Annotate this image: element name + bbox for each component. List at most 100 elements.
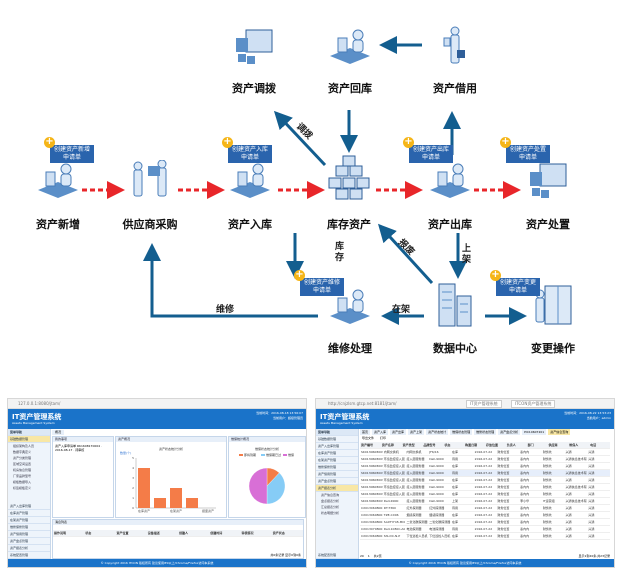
top-tab[interactable]: 首页 — [360, 429, 371, 435]
sidebar-group[interactable]: 在库资产管理 — [8, 510, 50, 517]
sidebar-subitem[interactable]: 状态明细分析 — [321, 511, 340, 515]
export-button[interactable]: 导出文件 — [362, 436, 375, 440]
table-cell: 在库 — [451, 478, 458, 482]
sidebar-group[interactable]: 资产借用管理 — [8, 531, 50, 538]
table-row[interactable]: CX01306080030004SA0TYH-B-MCI二氧化碳探测器二氧化碳探… — [360, 519, 610, 526]
table-row[interactable]: CX01307080030008Dell-1080C-A0电池探测器电池探测器待… — [360, 526, 610, 533]
create-request-badge[interactable]: +创建资产处置申请单 — [500, 137, 550, 163]
table-cell: Dell-9000 — [429, 464, 444, 468]
top-tab[interactable]: 维修状态管理 — [474, 429, 497, 435]
create-request-badge[interactable]: +创建资产入库申请单 — [222, 137, 272, 163]
handover-people-icon — [133, 160, 167, 197]
page-input[interactable]: 1 — [367, 554, 370, 558]
column-header: 资产状态 — [272, 531, 285, 535]
table-cell: 兴通 — [588, 520, 595, 524]
sidebar-subitem[interactable]: 资产信息查询 — [321, 493, 340, 497]
sidebar-group[interactable]: 系统配置管理 — [8, 552, 50, 559]
toolbar: 导出文件 打印 — [362, 436, 386, 440]
browser-tab[interactable]: IT资产管理系统 — [466, 400, 502, 408]
table-row[interactable]: SK01306080031002环境监控接入层服务器接入层服务器Dell-900… — [360, 463, 610, 470]
sidebar-group[interactable]: 在库资产管理 — [316, 450, 358, 457]
top-tab[interactable]: 资产出库 — [390, 429, 407, 435]
sidebar-group[interactable]: 资产借用管理 — [316, 471, 358, 478]
top-tab[interactable]: 资产盘点分析 — [498, 429, 521, 435]
plus-icon: + — [403, 136, 414, 148]
table-row[interactable]: SK01306080031000内网交换机内网交换机JF6/16在库2016-0… — [360, 449, 610, 456]
column-header[interactable]: 存放位置 — [485, 443, 498, 447]
create-request-badge[interactable]: +创建资产出库申请单 — [403, 137, 453, 163]
table-cell: 二氧化碳探测器 — [406, 520, 428, 524]
create-request-badge[interactable]: +创建资产维修申请单 — [294, 270, 344, 296]
column-header[interactable]: 供应商 — [548, 443, 558, 447]
edge-label-stock: 库存 — [335, 242, 345, 263]
app-subtitle: Assets Management System — [12, 421, 55, 425]
sidebar-subitem[interactable]: 汇总报表分析 — [321, 505, 340, 509]
column-header[interactable]: 购置日期 — [465, 443, 478, 447]
table-cell: 秦内内 — [520, 464, 530, 468]
table-cell: 2016-07-22 — [474, 534, 493, 538]
sidebar-group[interactable]: 资产入出库管理 — [8, 503, 50, 510]
column-header[interactable]: 电话 — [590, 443, 597, 447]
sidebar-item-active[interactable]: 基础数据管理 — [8, 436, 50, 443]
top-tab[interactable]: 资产入库 — [372, 429, 389, 435]
column-header[interactable]: 维保人 — [569, 443, 579, 447]
sidebar-subitem[interactable]: 厂家品牌型号 — [13, 474, 32, 478]
top-tab[interactable]: 维保状态管理 — [450, 429, 473, 435]
column-header[interactable]: 资产编号 — [361, 443, 374, 447]
table-cell: 兴通 — [588, 471, 595, 475]
column-header: 操作说明 — [54, 531, 67, 535]
sidebar-group[interactable]: 资产入出库管理 — [316, 443, 358, 450]
table-row[interactable]: SK01306080031007Dell-R900接入层服务器Dell-9000… — [360, 498, 610, 505]
column-header[interactable]: 状态 — [444, 443, 451, 447]
create-request-badge[interactable]: +创建资产变更申请单 — [490, 270, 540, 296]
sidebar-group[interactable]: 资产盘点管理 — [316, 478, 358, 485]
column-header[interactable]: 资产名称 — [381, 443, 394, 447]
sidebar-group[interactable]: 在架资产管理 — [316, 457, 358, 464]
print-button[interactable]: 打印 — [380, 436, 387, 440]
table-row[interactable]: CX01306080030002DT-T360红外探测器红外探测器待用2016-… — [360, 505, 610, 512]
node-label: 资产处置 — [526, 218, 570, 231]
column-header[interactable]: 负责人 — [506, 443, 516, 447]
table-row[interactable]: CX01306080030003TZE-CX06烟感探测器烟感探测器在库2016… — [360, 512, 610, 519]
sidebar-subitem[interactable]: 盘点报表分析 — [321, 499, 340, 503]
table-cell: 财务处 — [542, 506, 552, 510]
sidebar-group[interactable]: 资产报表分析 — [8, 545, 50, 552]
table-row[interactable]: CX01306080030007SIS-DC-N-P下位巡检人员机下位巡检人员机… — [360, 533, 610, 540]
table-row[interactable]: SK01306080031006环境监控接入层服务器接入层服务器Dell-900… — [360, 491, 610, 498]
table-header: 操作说明状态资产位置设备描述创建人创建时间审核情况资产状态 — [53, 530, 303, 537]
create-request-badge[interactable]: +创建资产新增申请单 — [44, 137, 94, 163]
tab-overview[interactable]: 概况 — [52, 430, 65, 435]
table-row[interactable]: SK01306080031005环境监控接入层服务器接入层服务器Dell-900… — [360, 484, 610, 491]
sidebar-group[interactable]: 在架资产管理 — [8, 517, 50, 524]
table-cell: 电池探测器 — [429, 527, 445, 531]
sidebar-subitem[interactable]: 区域空间设置 — [13, 462, 32, 466]
sidebar-group[interactable]: 基础数据管理 — [316, 436, 358, 443]
top-tab[interactable]: PIC10607201 — [522, 429, 547, 435]
table-cell: 待用 — [451, 527, 458, 531]
table-row[interactable]: SK01306080031003环境监控接入层服务器接入层服务器Dell-900… — [360, 470, 610, 477]
top-tab[interactable]: 资产状态统计 — [426, 429, 449, 435]
sidebar-subitem[interactable]: 模板数据导入 — [13, 480, 32, 484]
column-header[interactable]: 部门 — [527, 443, 534, 447]
sidebar-subitem[interactable]: 机房信息管理 — [13, 468, 32, 472]
sidebar-subitem[interactable]: 组织架构及人员 — [13, 444, 35, 448]
top-tab[interactable]: 资产信息查询 — [548, 429, 571, 435]
table-row[interactable]: SK01306080031001环境监控接入层服务器接入层服务器Dell-900… — [360, 456, 610, 463]
table-row[interactable]: SK01306080031004环境监控接入层服务器接入层服务器Dell-900… — [360, 477, 610, 484]
column-header[interactable]: 资产类型 — [402, 443, 415, 447]
browser-tab[interactable]: ITCON资产管理系统 — [511, 400, 556, 408]
sidebar-subitem[interactable]: 数据字典定义 — [13, 450, 32, 454]
sidebar-group[interactable]: 维修保修管理 — [8, 524, 50, 531]
sidebar-subitem[interactable]: 标签模板定义 — [13, 486, 32, 490]
sidebar-group[interactable]: 资产盘点管理 — [8, 538, 50, 545]
table-cell: 财务处 — [542, 520, 552, 524]
sidebar-subitem[interactable]: 资产分类管理 — [13, 456, 32, 460]
sidebar-group[interactable]: 资产报表分析 — [316, 485, 358, 492]
column-header[interactable]: 品牌型号 — [423, 443, 436, 447]
bar — [138, 468, 150, 508]
sidebar-group[interactable]: 维修保修管理 — [316, 464, 358, 471]
top-tab[interactable]: 资产上架 — [408, 429, 425, 435]
page-size-select[interactable]: 20 — [360, 554, 364, 558]
column-header: 状态 — [85, 531, 92, 535]
table-cell: 接入层服务器 — [406, 485, 425, 489]
